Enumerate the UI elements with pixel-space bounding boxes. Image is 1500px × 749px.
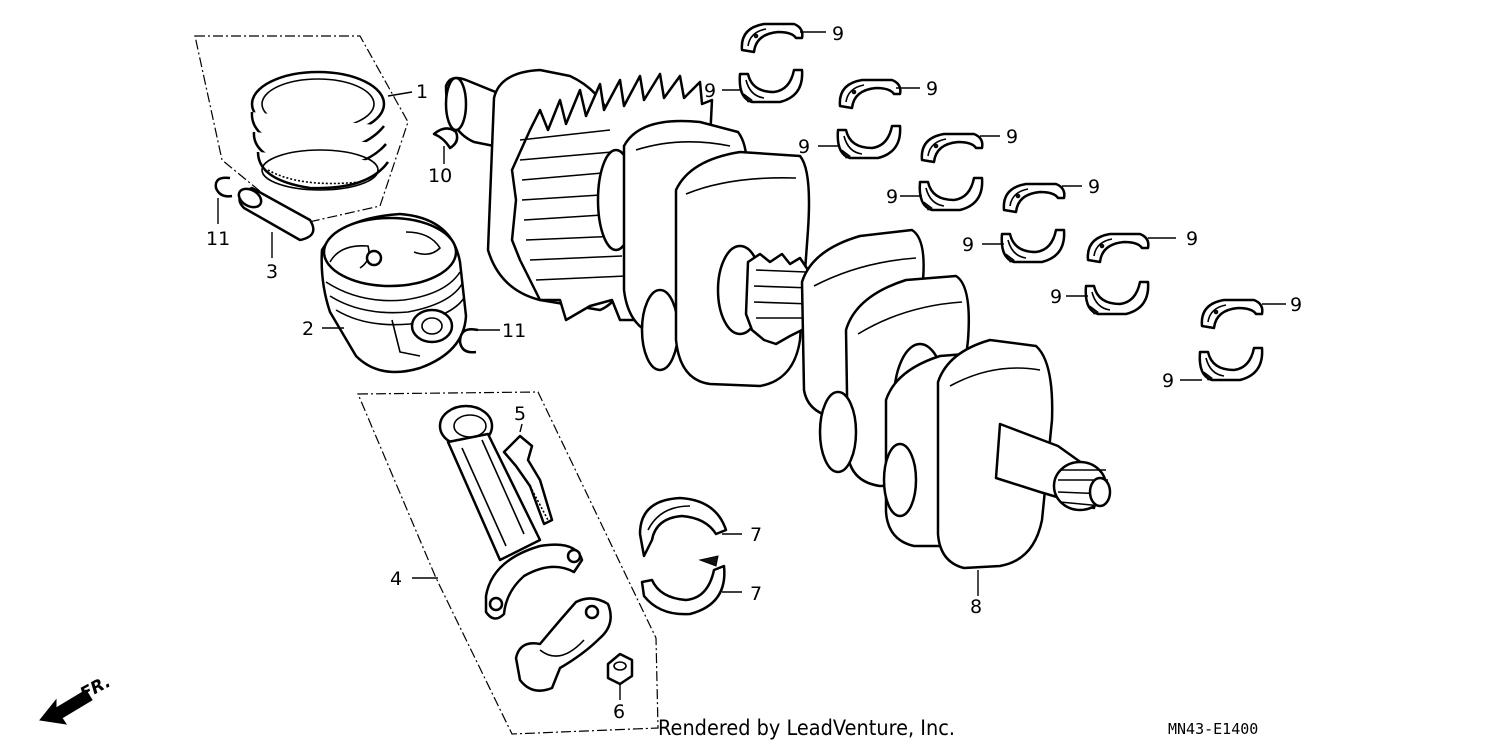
callout-9-l: 9: [1162, 370, 1174, 392]
connecting-rod-bearing-lower: [640, 555, 726, 616]
callout-10: 10: [428, 165, 452, 187]
connecting-rod-bearing-upper: [638, 496, 728, 558]
leader-lines: [217, 31, 1286, 700]
piston-ring-set: [194, 35, 409, 225]
callout-9-e: 9: [1006, 126, 1018, 148]
crank-key: [432, 127, 459, 150]
piston: [320, 212, 468, 374]
callout-9-a: 9: [832, 23, 844, 45]
crankshaft: [444, 68, 1112, 570]
callout-9-f: 9: [886, 186, 898, 208]
callout-11-left: 11: [206, 228, 230, 250]
front-arrow-icon: [39, 689, 93, 725]
callout-9-c: 9: [926, 78, 938, 100]
callout-4: 4: [390, 568, 402, 590]
piston-pin-clip-left: [214, 176, 233, 198]
callout-7-upper: 7: [750, 524, 762, 546]
callout-2: 2: [302, 318, 314, 340]
callout-7-lower: 7: [750, 583, 762, 605]
callout-6: 6: [613, 701, 625, 723]
callout-9-b: 9: [704, 80, 716, 102]
callout-8: 8: [970, 596, 982, 618]
callout-9-d: 9: [798, 136, 810, 158]
diagram-code: MN43-E1400: [1168, 720, 1259, 738]
piston-pin: [237, 186, 315, 242]
credit-text: Rendered by LeadVenture, Inc.: [658, 716, 955, 740]
front-direction-marker: FR.: [39, 672, 114, 725]
piston-pin-clip-right: [458, 328, 479, 354]
callout-3: 3: [266, 261, 278, 283]
callout-9-h: 9: [962, 234, 974, 256]
callout-9-g: 9: [1088, 176, 1100, 198]
callout-9-j: 9: [1050, 286, 1062, 308]
callout-5: 5: [514, 403, 526, 425]
callout-9-k: 9: [1290, 294, 1302, 316]
connecting-rod-set: [357, 391, 659, 735]
callout-11-right: 11: [502, 320, 526, 342]
callout-9-i: 9: [1186, 228, 1198, 250]
callouts: 1 2 3 4 5 6 7 7 8 9 9 9 9 9 9 9 9 9 9 9 …: [206, 23, 1302, 723]
callout-1: 1: [416, 81, 428, 103]
